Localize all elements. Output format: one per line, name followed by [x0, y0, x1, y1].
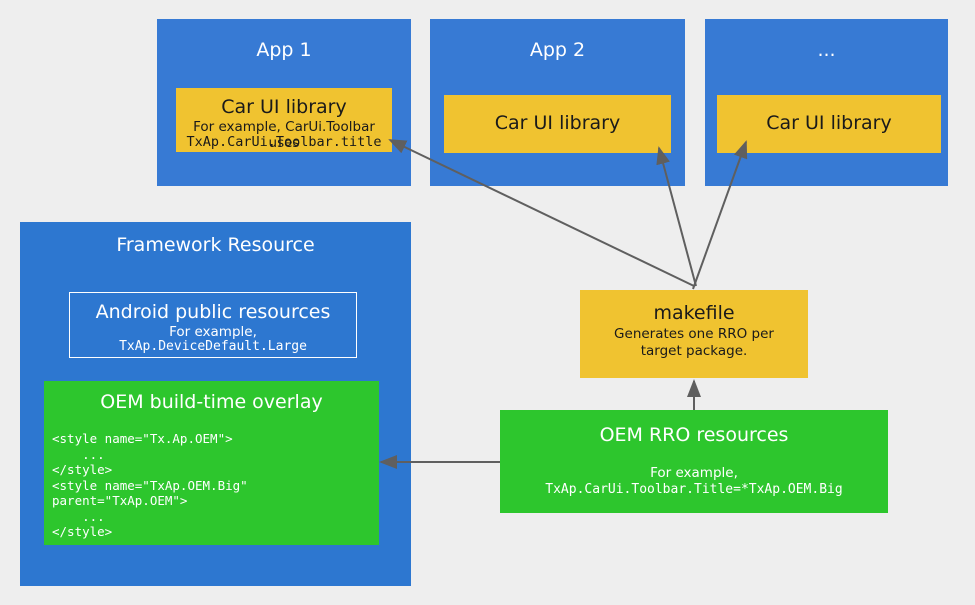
makefile-box: makefile Generates one RRO per target pa… [580, 290, 808, 378]
android-public-resources-code: TxAp.DeviceDefault.Large [119, 339, 307, 354]
oem-build-time-overlay-box: OEM build-time overlay <style name="Tx.A… [44, 381, 379, 545]
app-2-label: App 2 [529, 39, 586, 61]
app-2-library-title: Car UI library [494, 112, 621, 134]
app-1-library-example: For example, CarUi.Toolbar uses [193, 119, 375, 151]
oem-build-time-overlay-title: OEM build-time overlay [100, 391, 323, 413]
android-public-resources-title: Android public resources [95, 301, 331, 323]
app-3-car-ui-library-box: Car UI library [717, 95, 941, 153]
app-3-label: ... [817, 39, 836, 61]
app-2-car-ui-library-box: Car UI library [444, 95, 671, 153]
app-1-library-title: Car UI library [221, 96, 347, 118]
oem-build-time-overlay-code: <style name="Tx.Ap.OEM"> ... </style> <s… [52, 431, 248, 539]
oem-rro-resources-example: For example, [650, 465, 738, 481]
android-public-resources-example: For example, [169, 324, 257, 340]
app-1-label: App 1 [256, 39, 312, 61]
oem-rro-resources-code: TxAp.CarUi.Toolbar.Title=*TxAp.OEM.Big [545, 482, 843, 497]
android-public-resources-box: Android public resources For example, Tx… [69, 292, 357, 358]
app-3-library-title: Car UI library [766, 112, 892, 134]
app-1-car-ui-library-box: Car UI library For example, CarUi.Toolba… [176, 88, 392, 152]
makefile-description: Generates one RRO per target package. [614, 326, 774, 359]
oem-rro-resources-title: OEM RRO resources [599, 424, 789, 446]
oem-rro-resources-box: OEM RRO resources For example, TxAp.CarU… [500, 410, 888, 513]
framework-resource-title: Framework Resource [116, 234, 315, 256]
app-1-library-code: TxAp.CarUi.Toolbar.title [186, 134, 382, 150]
makefile-title: makefile [653, 302, 735, 324]
